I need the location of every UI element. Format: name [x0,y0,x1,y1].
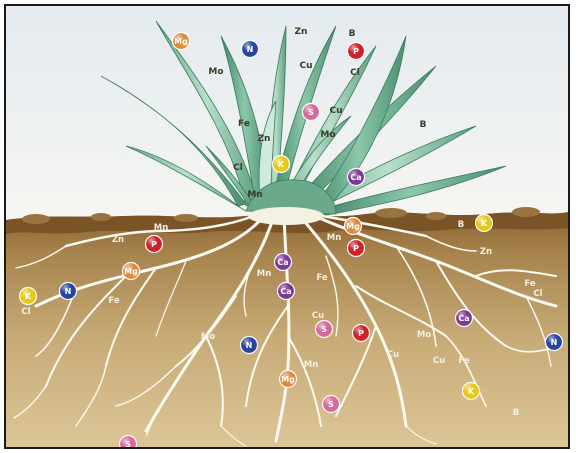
nutrient-badge-symbol: S [321,325,327,334]
nutrient-badge-n: N [546,334,563,351]
nutrient-badge-symbol: N [246,341,253,350]
nutrient-badge-symbol: Ca [350,173,361,182]
micronutrient-label-cl: Cl [533,289,542,299]
nutrient-badge-n: N [60,283,77,300]
nutrient-badge-symbol: K [468,387,475,396]
nutrient-badge-k: K [463,383,480,400]
nutrient-badge-n: N [241,337,258,354]
micronutrient-label-zn: Zn [112,235,124,245]
nutrient-badge-s: S [316,321,333,338]
micronutrient-label-cu: Cu [387,350,399,360]
plant-nutrient-illustration: ZnBMoCuClFeCuMoZnBClMnMnZnBZnClMnFeFeFeC… [6,6,568,447]
micronutrient-label-cl: Cl [21,307,30,317]
nutrient-badge-k: K [476,215,493,232]
micronutrient-label-mn: Mn [257,269,272,279]
micronutrient-label-mo: Mo [417,330,431,340]
nutrient-badge-symbol: K [25,292,32,301]
nutrient-badge-p: P [353,325,370,342]
root-crown [248,207,324,225]
nutrient-badge-symbol: Mg [174,37,188,46]
nutrient-badge-symbol: K [278,160,285,169]
nutrient-badge-symbol: P [151,240,157,249]
nutrient-badge-symbol: Ca [277,258,288,267]
nutrient-badge-p: P [146,236,163,253]
diagram-frame: ZnBMoCuClFeCuMoZnBClMnMnZnBZnClMnFeFeFeC… [4,4,570,449]
micronutrient-label-cl: Cl [233,163,243,173]
nutrient-badge-symbol: Mg [281,375,295,384]
nutrient-badge-s: S [303,104,320,121]
nutrient-badge-ca: Ca [348,169,365,186]
nutrient-badge-symbol: Ca [280,287,291,296]
nutrient-badge-symbol: Ca [458,314,469,323]
nutrient-badge-ca: Ca [456,310,473,327]
micronutrient-label-mn: Mn [327,233,342,243]
micronutrient-label-mn: Mn [154,223,169,233]
micronutrient-label-cl: Cl [350,68,360,78]
micronutrient-label-b: B [458,220,464,230]
micronutrient-label-mn: Mn [304,360,319,370]
micronutrient-label-fe: Fe [458,356,469,366]
micronutrient-label-mo: Mo [320,130,335,140]
nutrient-badge-symbol: S [308,108,314,117]
nutrient-badge-s: S [120,436,137,448]
nutrient-badge-symbol: P [353,244,359,253]
micronutrient-label-mo: Mo [201,332,215,342]
micronutrient-label-cu: Cu [433,356,445,366]
nutrient-badge-s: S [323,396,340,413]
micronutrient-label-b: B [420,120,427,130]
nutrient-badge-symbol: Mg [124,267,138,276]
micronutrient-label-fe: Fe [316,273,327,283]
micronutrient-label-mo: Mo [208,67,223,77]
nutrient-badge-symbol: N [551,338,558,347]
micronutrient-label-fe: Fe [108,296,119,306]
nutrient-badge-ca: Ca [275,254,292,271]
nutrient-badge-mg: Mg [280,371,297,388]
micronutrient-label-cu: Cu [299,61,312,71]
micronutrient-label-mn: Mn [247,190,262,200]
micronutrient-label-zn: Zn [295,27,308,37]
nutrient-badge-mg: Mg [123,263,140,280]
micronutrient-label-cu: Cu [312,311,324,321]
nutrient-badge-ca: Ca [278,283,295,300]
nutrient-badge-symbol: P [358,329,364,338]
micronutrient-label-cu: Cu [329,106,342,116]
nutrient-badge-mg: Mg [345,218,362,235]
micronutrient-label-fe: Fe [524,279,535,289]
nutrient-badge-symbol: N [65,287,72,296]
nutrient-badge-p: P [348,43,365,60]
micronutrient-label-b: B [349,29,356,39]
nutrient-badge-symbol: Mg [346,222,360,231]
micronutrient-label-b: B [513,408,519,418]
micronutrient-label-zn: Zn [480,247,492,257]
nutrient-badge-symbol: N [247,45,254,54]
nutrient-badge-mg: Mg [173,33,190,50]
nutrient-badge-symbol: S [328,400,334,409]
nutrient-badge-symbol: P [353,47,359,56]
nutrient-badge-symbol: S [125,440,131,447]
micronutrient-label-zn: Zn [258,134,271,144]
nutrient-badge-symbol: K [481,219,488,228]
nutrient-badge-k: K [273,156,290,173]
nutrient-badge-k: K [20,288,37,305]
nutrient-badge-p: P [348,240,365,257]
micronutrient-label-fe: Fe [238,119,250,129]
nutrient-badge-n: N [242,41,259,58]
